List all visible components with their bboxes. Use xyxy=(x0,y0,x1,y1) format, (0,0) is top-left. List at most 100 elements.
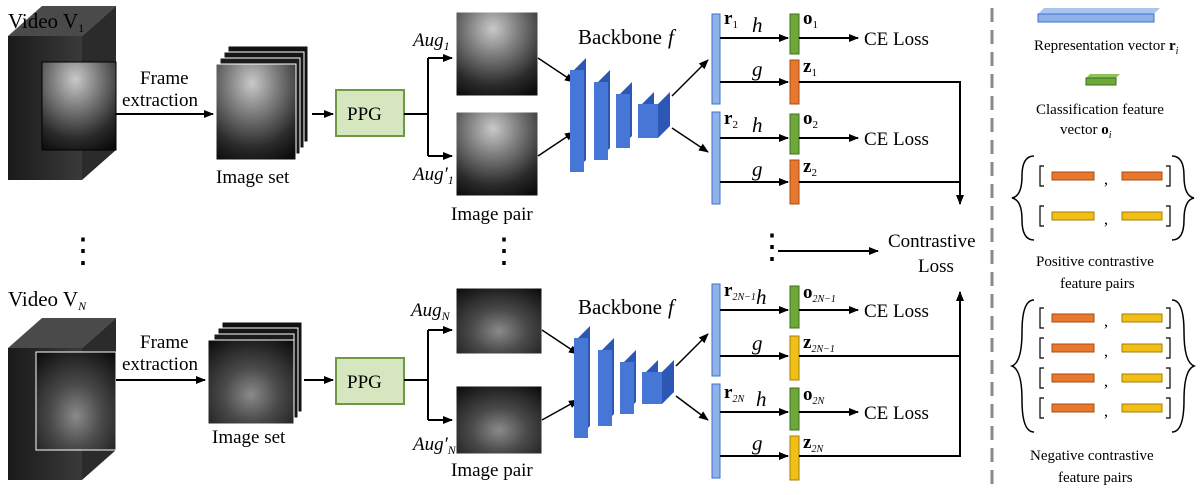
svg-text:Representation vector ri: Representation vector ri xyxy=(1034,38,1179,57)
backbone-cnn-icon xyxy=(570,58,670,172)
r1-symbol: r xyxy=(724,8,733,29)
dots-right: ⋮ xyxy=(755,229,789,266)
aug-image-1 xyxy=(455,287,543,355)
z-vector-b xyxy=(789,435,800,481)
top-pipeline: Video V1 Frame extraction Image set PPG … xyxy=(8,6,964,225)
frame-label-line1: Frame xyxy=(140,68,189,89)
o-vector-a xyxy=(789,285,800,329)
svg-text:o1: o1 xyxy=(803,8,818,31)
legend-cls-line1: Classification feature xyxy=(1036,102,1164,118)
r2-subscript: 2 xyxy=(732,119,738,131)
svg-text:z2: z2 xyxy=(803,156,817,179)
svg-text:z2N−1: z2N−1 xyxy=(803,332,835,355)
z1-vector xyxy=(789,59,800,105)
image-pair-label: Image pair xyxy=(451,204,533,225)
ppg-box xyxy=(335,357,405,405)
pos-comma-2: , xyxy=(1104,211,1108,228)
pos-comma-1: , xyxy=(1104,171,1108,188)
ce-loss-1: CE Loss xyxy=(864,29,929,50)
negative-label-1: Negative contrastive xyxy=(1030,448,1154,464)
z1-symbol: z xyxy=(803,56,812,77)
rep-vector-2 xyxy=(711,383,721,479)
legend: Representation vector ri Classification … xyxy=(1009,8,1197,486)
z-subscript-a: 2N−1 xyxy=(811,344,834,355)
frame-label-line1: Frame xyxy=(140,332,189,353)
z1-subscript: 1 xyxy=(811,67,817,79)
g-head-2: g xyxy=(752,431,763,455)
backbone-cnn-icon xyxy=(574,326,674,438)
aug-image-1 xyxy=(455,11,539,97)
z2-subscript: 2 xyxy=(811,167,817,179)
positive-pairs-legend: , , , xyxy=(1011,155,1195,241)
aug-image-2 xyxy=(455,111,539,197)
z-vector-a xyxy=(789,335,800,381)
frame-label-line2: extraction xyxy=(122,354,198,375)
svg-text:Aug′1: Aug′1 xyxy=(411,164,454,187)
rep-vector-legend-icon xyxy=(1037,8,1160,23)
h-head-1: h xyxy=(756,285,767,309)
svg-text:Video VN: Video VN xyxy=(8,287,87,313)
r1-subscript: 1 xyxy=(732,19,738,31)
neg-comma-3: , xyxy=(1104,373,1108,390)
z-symbol-b: z xyxy=(803,432,812,453)
legend-cls-line2: vector xyxy=(1060,122,1101,138)
h-head-2: h xyxy=(752,113,763,137)
svg-text:r2N−1: r2N−1 xyxy=(724,280,756,303)
dots-left: ⋮ xyxy=(66,233,100,270)
r-subscript-b: 2N xyxy=(732,394,745,405)
o2-symbol: o xyxy=(803,108,813,129)
image-pair-label: Image pair xyxy=(451,460,533,481)
svg-text:o2: o2 xyxy=(803,108,818,131)
o-symbol-a: o xyxy=(803,282,813,303)
bottom-pipeline: Video VN Frame extraction Image set PPG … xyxy=(8,280,964,481)
negative-label-2: feature pairs xyxy=(1058,470,1133,486)
r-subscript-a: 2N−1 xyxy=(732,292,755,303)
z2-symbol: z xyxy=(803,156,812,177)
ppg-label: PPG xyxy=(347,104,382,125)
legend-cls-symbol: o xyxy=(1101,122,1109,138)
ce-loss-2: CE Loss xyxy=(864,403,929,424)
h-head-1: h xyxy=(752,13,763,37)
neg-comma-1: , xyxy=(1104,313,1108,330)
o1-symbol: o xyxy=(803,8,813,29)
g-head-1: g xyxy=(752,331,763,355)
rep-vector-2 xyxy=(711,111,721,205)
image-set-label: Image set xyxy=(212,427,286,448)
svg-text:z1: z1 xyxy=(803,56,817,79)
svg-text:r1: r1 xyxy=(724,8,738,31)
backbone-label: Backbone xyxy=(578,295,662,319)
video-subscript: 1 xyxy=(78,21,84,35)
o1-vector xyxy=(789,13,800,55)
legend-rep-subscript: i xyxy=(1176,46,1179,57)
r2-symbol: r xyxy=(724,108,733,129)
aug-subscript-1: N xyxy=(441,309,451,323)
positive-label-1: Positive contrastive xyxy=(1036,254,1154,270)
video-subscript: N xyxy=(77,299,87,313)
g-head-1: g xyxy=(752,57,763,81)
r-symbol-b: r xyxy=(724,382,733,403)
svg-text:o2N−1: o2N−1 xyxy=(803,282,836,305)
video-label: Video V xyxy=(8,287,78,311)
legend-rep-label: Representation vector xyxy=(1034,38,1169,54)
backbone-f: f xyxy=(668,295,677,319)
z-symbol-a: z xyxy=(803,332,812,353)
backbone-label: Backbone xyxy=(578,25,662,49)
aug-label-1: Aug xyxy=(409,300,442,321)
ce-loss-1: CE Loss xyxy=(864,301,929,322)
frame-stack-icon xyxy=(207,321,303,425)
neg-comma-4: , xyxy=(1104,403,1108,420)
g-head-2: g xyxy=(752,157,763,181)
svg-text:o2N: o2N xyxy=(803,384,826,407)
rep-vector-1 xyxy=(711,13,721,105)
aug-prime-subscript: N xyxy=(447,443,457,457)
svg-text:AugN: AugN xyxy=(409,300,451,323)
ppg-label: PPG xyxy=(347,372,382,393)
o-subscript-a: 2N−1 xyxy=(813,294,836,305)
z2-vector xyxy=(789,159,800,205)
aug-prime-subscript: 1 xyxy=(448,173,454,187)
ppg-box xyxy=(335,89,405,137)
h-head-2: h xyxy=(756,387,767,411)
rep-vector-1 xyxy=(711,283,721,377)
negative-pairs-legend: , , , , xyxy=(1009,299,1197,433)
